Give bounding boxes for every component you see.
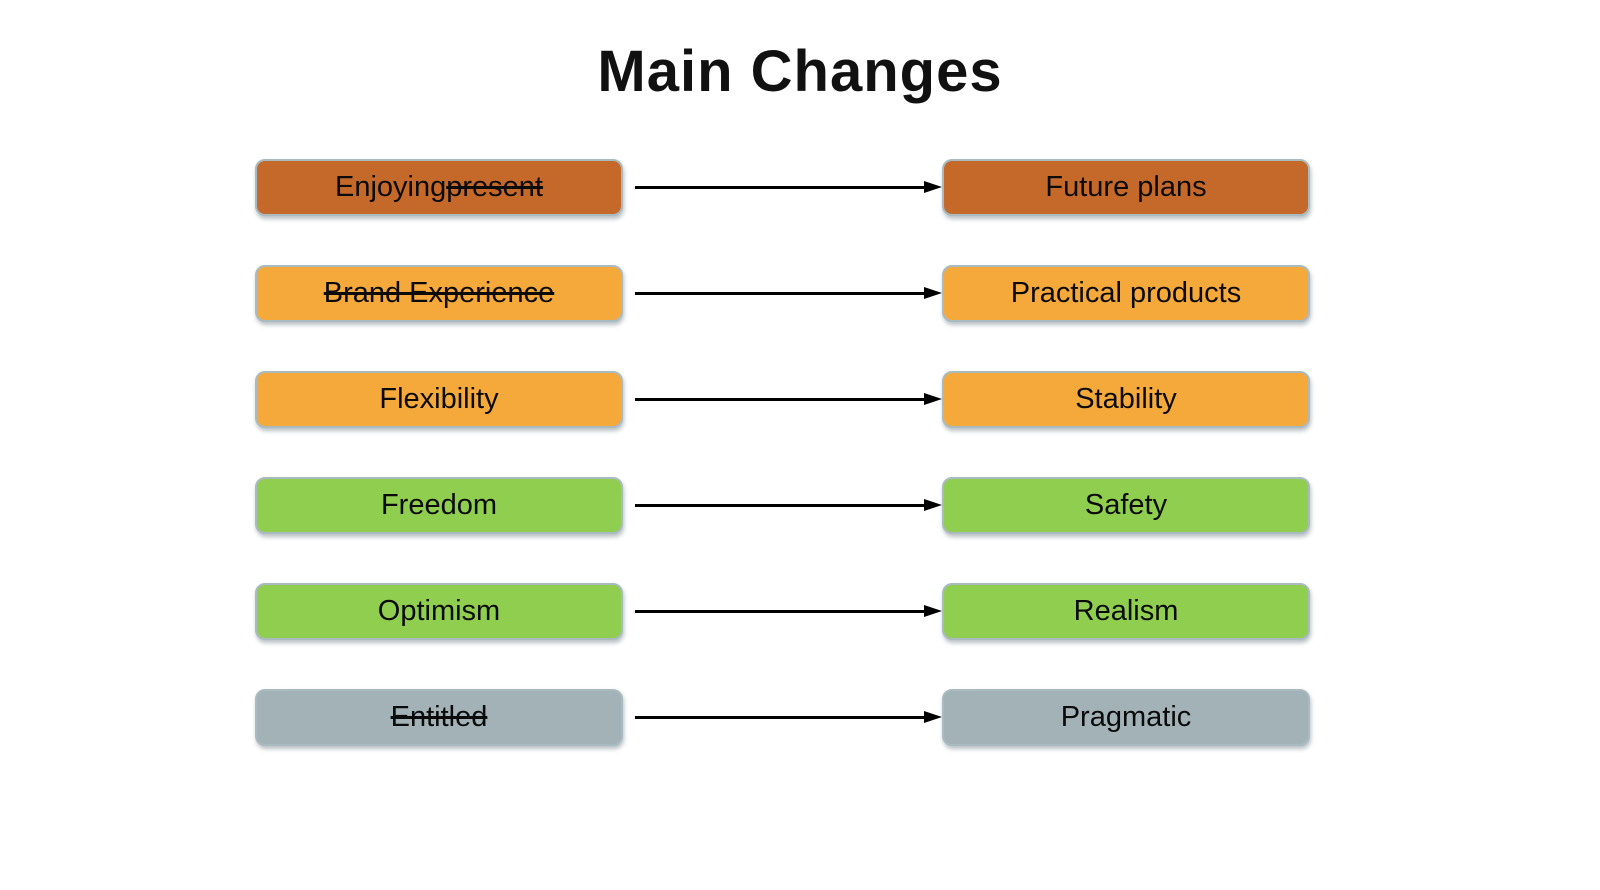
change-row-1: Brand Experience Practical products (0, 264, 1600, 322)
struck-label-text: present (446, 170, 543, 203)
arrowhead-icon (924, 605, 942, 617)
arrow-line (635, 291, 924, 295)
change-row-3: Freedom Safety (0, 476, 1600, 534)
to-box: Realism (942, 582, 1310, 640)
label-text: Optimism (377, 594, 501, 627)
arrow-line (635, 503, 924, 507)
arrow (635, 179, 942, 195)
from-box: Flexibility (255, 370, 623, 428)
from-box: Optimism (255, 582, 623, 640)
arrow-line (635, 397, 924, 401)
label-text: Stability (1075, 382, 1177, 415)
label-text: Practical products (1010, 276, 1242, 309)
struck-label-text: Entitled (390, 700, 488, 733)
from-box: Brand Experience (255, 264, 623, 322)
from-box: Enjoying present (255, 158, 623, 216)
label-text: Pragmatic (1060, 700, 1192, 733)
to-box: Stability (942, 370, 1310, 428)
arrow-line (635, 609, 924, 613)
arrow (635, 709, 942, 725)
change-row-0: Enjoying present Future plans (0, 158, 1600, 216)
slide: Main Changes Enjoying present Future pla… (0, 36, 1600, 890)
arrow (635, 497, 942, 513)
arrowhead-icon (924, 181, 942, 193)
arrow-line (635, 185, 924, 189)
label-text: Enjoying (335, 170, 447, 203)
label-text: Flexibility (379, 382, 499, 415)
rows: Enjoying present Future plans Brand Expe… (0, 158, 1600, 746)
from-box: Freedom (255, 476, 623, 534)
struck-label-text: Brand Experience (323, 276, 555, 309)
arrowhead-icon (924, 393, 942, 405)
change-row-5: Entitled Pragmatic (0, 688, 1600, 746)
label-text: Realism (1073, 594, 1179, 627)
arrowhead-icon (924, 711, 942, 723)
arrowhead-icon (924, 287, 942, 299)
arrow-line (635, 715, 924, 719)
page-title: Main Changes (597, 39, 1003, 104)
arrow (635, 285, 942, 301)
label-text: Safety (1084, 488, 1168, 521)
change-row-4: Optimism Realism (0, 582, 1600, 640)
arrow (635, 603, 942, 619)
to-box: Safety (942, 476, 1310, 534)
label-text: Freedom (380, 488, 498, 521)
arrow (635, 391, 942, 407)
to-box: Practical products (942, 264, 1310, 322)
from-box: Entitled (255, 688, 623, 746)
arrowhead-icon (924, 499, 942, 511)
change-row-2: Flexibility Stability (0, 370, 1600, 428)
label-text: Future plans (1045, 170, 1207, 203)
to-box: Pragmatic (942, 688, 1310, 746)
to-box: Future plans (942, 158, 1310, 216)
